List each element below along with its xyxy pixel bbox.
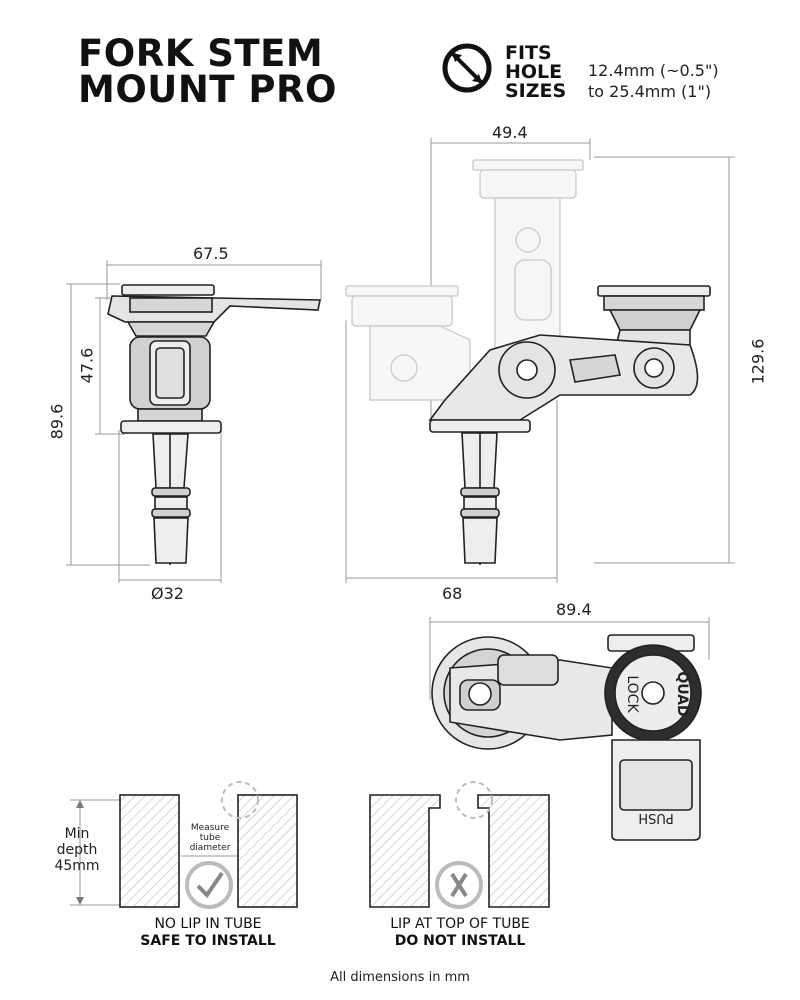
fits-line-3: SIZES bbox=[505, 80, 567, 102]
side-view-mount bbox=[66, 260, 322, 583]
ok-status-text: SAFE TO INSTALL bbox=[140, 933, 276, 949]
bad-status-text: DO NOT INSTALL bbox=[394, 933, 526, 949]
dim-arm-base-width: 68 bbox=[442, 584, 463, 603]
install-guide-bad bbox=[369, 781, 550, 909]
side-dimension-lines bbox=[66, 260, 322, 583]
dim-arm-top-width: 49.4 bbox=[492, 123, 528, 142]
lock-label: LOCK bbox=[624, 675, 640, 713]
min-depth-label: Min depth 45mm bbox=[52, 826, 102, 874]
dim-side-width: 67.5 bbox=[193, 244, 229, 263]
dim-side-total-height: 89.6 bbox=[47, 403, 67, 440]
brand-label: QUAD bbox=[674, 671, 690, 716]
footer-note: All dimensions in mm bbox=[330, 970, 470, 985]
arm-ghost-positions bbox=[345, 159, 584, 401]
ok-caption: NO LIP IN TUBE SAFE TO INSTALL bbox=[118, 916, 298, 950]
min-depth-line-3: 45mm bbox=[54, 858, 100, 874]
dim-side-head-height: 47.6 bbox=[77, 347, 97, 384]
hole-size-range: 12.4mm (~0.5") to 25.4mm (1") bbox=[588, 60, 719, 102]
fits-hole-sizes-label: FITS HOLE SIZES bbox=[505, 44, 566, 101]
measure-line-1: Measure bbox=[190, 823, 230, 833]
measure-tube-label: Measure tube diameter bbox=[182, 823, 238, 853]
dim-side-diameter: Ø32 bbox=[151, 584, 184, 603]
check-icon bbox=[185, 861, 233, 909]
fits-line-1: FITS bbox=[505, 42, 552, 64]
top-view-mount bbox=[429, 617, 710, 841]
bad-caption-text: LIP AT TOP OF TUBE bbox=[390, 916, 530, 932]
dim-arm-total-height: 129.6 bbox=[748, 338, 768, 385]
x-icon bbox=[435, 861, 483, 909]
bad-caption: LIP AT TOP OF TUBE DO NOT INSTALL bbox=[370, 916, 550, 950]
measure-line-3: diameter bbox=[189, 843, 231, 853]
measure-line-2: tube bbox=[199, 833, 221, 843]
dim-top-view-width: 89.4 bbox=[556, 600, 592, 619]
hole-range-line-1: 12.4mm (~0.5") bbox=[588, 61, 719, 80]
push-label: PUSH bbox=[638, 810, 673, 825]
product-title: FORK STEM MOUNT PRO bbox=[78, 32, 337, 111]
ok-caption-text: NO LIP IN TUBE bbox=[154, 916, 262, 932]
min-depth-line-1: Min bbox=[64, 826, 90, 842]
diameter-icon bbox=[442, 43, 492, 93]
arm-view-mount bbox=[345, 138, 735, 583]
min-depth-line-2: depth bbox=[56, 842, 98, 858]
fits-line-2: HOLE bbox=[505, 61, 563, 83]
hole-range-line-2: to 25.4mm (1") bbox=[588, 82, 712, 101]
title-line-1: FORK STEM bbox=[78, 32, 324, 75]
top-dimension-lines bbox=[429, 617, 710, 700]
install-guide-ok bbox=[70, 781, 298, 909]
title-line-2: MOUNT PRO bbox=[78, 68, 337, 111]
